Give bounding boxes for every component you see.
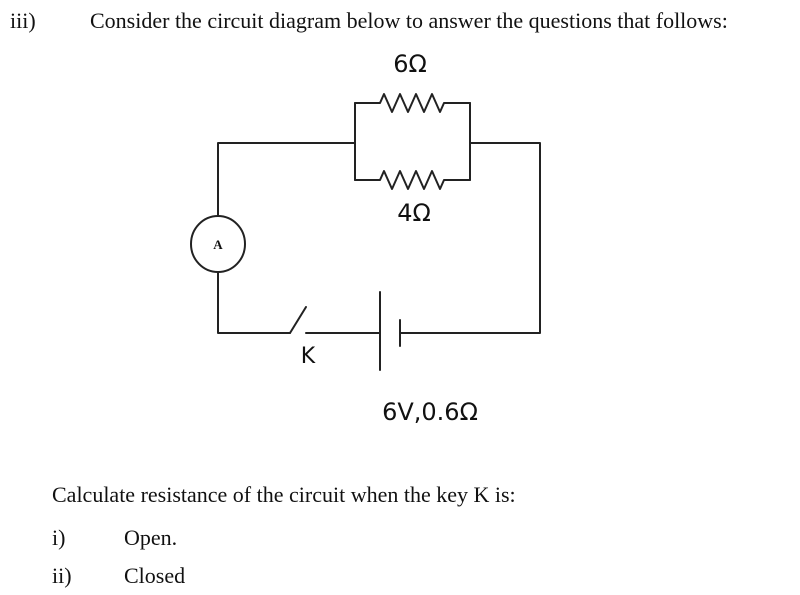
resistor-6-ohm (354, 93, 471, 113)
question-text: Consider the circuit diagram below to an… (90, 8, 728, 33)
part-1-number: i) (52, 525, 66, 550)
circuit-diagram: A 6Ω 4Ω K 6V,0.6Ω (190, 50, 541, 426)
resistor-6-ohm-label: 6Ω (393, 50, 427, 78)
cell-label: 6V,0.6Ω (382, 398, 478, 426)
instruction-text: Calculate resistance of the circuit when… (52, 482, 516, 507)
wire-top-right (399, 142, 541, 334)
part-2-number: ii) (52, 563, 72, 588)
wire-bottom-left (217, 269, 291, 334)
resistor-4-ohm (354, 170, 471, 190)
wire-top-left (217, 142, 356, 219)
question-number: iii) (10, 8, 36, 33)
part-1-text: Open. (124, 525, 178, 550)
key-switch (289, 306, 307, 334)
ammeter (190, 215, 246, 273)
ammeter-label: A (213, 237, 223, 252)
key-label: K (301, 344, 316, 369)
part-2-text: Closed (124, 563, 186, 588)
resistor-4-ohm-label: 4Ω (397, 199, 431, 227)
